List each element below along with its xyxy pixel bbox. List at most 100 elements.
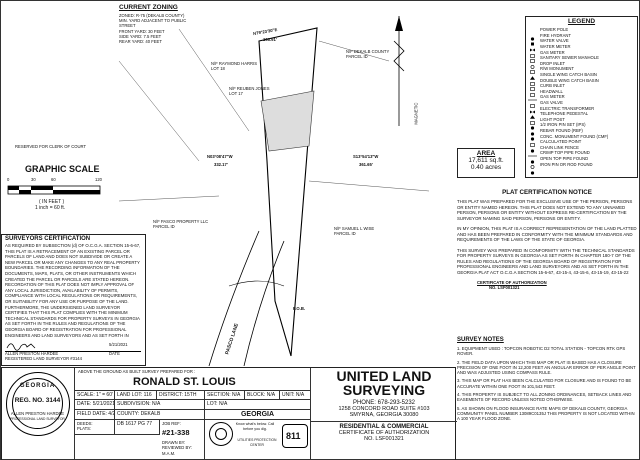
legend-symbol-icon [528,156,537,170]
company-badge-icon [209,422,233,446]
legend-symbol-icon [528,128,537,142]
seal-state: GEORGIA [19,383,56,389]
survey-note: 4. THIS PROPERTY IS SUBJECT TO ALL ZONIN… [457,392,632,403]
utilities-center: UTILITIES PROTECTION CENTER [237,438,277,448]
surveyor-reg: REGISTERED LAND SURVEYOR #3144 [5,356,82,361]
graphic-scale: GRAPHIC SCALE 0 30 60 120 ( IN FEET ) 1 … [7,164,107,211]
company-cert-no: NO. LSF001321 [364,436,404,442]
property-boundary [258,27,318,357]
legend-label: TELEPHONE PEDESTAL [540,111,589,117]
client-name: RONALD ST. LOUIS [133,376,236,388]
legend-symbol-icon [528,67,537,80]
legend-label: POWER POLE [540,27,569,33]
legend-item: CHAIN LINK FENCE [528,144,635,157]
land-lot-cell: LAND LOT: 116 [115,390,157,400]
legend-symbol-icon [528,84,537,97]
legend-symbol-icon [528,39,537,52]
legend-symbol-icon [528,162,537,175]
legend-label: GAS METER [540,49,565,55]
legend-item: ELECTRIC TRANSFORMER [528,105,635,119]
legend-label: GAS METER [540,94,565,100]
legend-symbol-icon [528,95,537,108]
job-cell: JOB REF: #21-338 DRAWN BY: REVIEWED BY: … [160,420,205,460]
scale-tick: 0 [7,177,10,182]
plat-drawing [118,16,430,366]
legend-item: REBAR FOUND (RBF) [528,128,635,142]
lot-cell: LOT: N/A [205,400,311,410]
legend-item: GAS VALVE [528,100,635,114]
area-box: AREA 17,611 sq.ft. 0.40 acres [457,148,515,178]
surveyor-name: ALLEN PRESTON HARDEE [5,351,59,356]
seal-name: ALLEN PRESTON HARDEE [10,411,65,416]
scale-tick: 120 [95,177,102,182]
plat-cert-title: PLAT CERTIFICATION NOTICE [502,189,592,196]
legend-symbol-icon [528,56,537,69]
legend-label: DOUBLE WING CATCH BASIN [540,77,599,83]
clerk-note: RESERVED FOR CLERK OF COURT [15,144,87,149]
pob-label: P.O.B. [293,306,306,311]
title-block: GEORGIA REG. NO. 3144 ALLEN PRESTON HARD… [1,367,457,460]
company-name-2: SURVEYING [342,382,426,398]
legend-item: DOUBLE WING CATCH BASIN [528,77,635,91]
area-title: AREA [476,150,496,157]
legend-symbol-icon [528,61,537,75]
legend-item: R/W MONUMENT [528,66,635,80]
legend-symbol-icon [528,50,537,63]
distance-top: 106.91' [263,37,277,42]
bearing-left: N03°08'47"W [207,154,233,159]
auth-number: NO. LSF001321 [489,285,520,291]
legend-label: WATER METER [540,44,571,50]
zoning-line: REAR YARD: 40 FEET [119,39,162,45]
legend-symbol-icon [528,73,537,86]
legend-symbol-icon [528,89,537,101]
cul-de-sac [228,280,285,287]
legend-item: WATER METER [528,44,635,58]
legend-symbol-icon [528,101,537,114]
company-address-2: SMYRNA, GEORGIA 30080 [349,412,419,418]
neighbor-line [118,60,200,162]
zoning-line: FRONT YARD: 30 FEET [119,28,165,34]
legend-label: CONC. MONUMENT FOUND (CMF) [540,133,609,139]
company-block: UNITED LAND SURVEYING PHONE: 678-293-523… [310,368,457,460]
legend-symbol-icon [528,134,537,147]
811-call-icon: 811 [282,424,308,448]
legend-symbol-icon [528,123,537,136]
survey-notes-section: SURVEY NOTES 1. EQUIPMENT USED : TOPCON … [457,337,638,425]
legend-label: CALCULATED POINT [540,139,582,145]
legend-label: CRIMP TOP PIPE FOUND [540,150,590,156]
legend-symbol-icon [528,140,537,153]
section-cell: SECTION: N/A [205,390,245,400]
plat-cert-section: PLAT CERTIFICATION NOTICE THIS PLAT WAS … [457,189,637,290]
zoning-line: ZONED: R-75 (DEKALB COUNTY) [119,13,185,18]
neighbor-line [178,28,250,132]
surveyor-cert-title: SURVEYORS CERTIFICATION [5,236,91,242]
bearing-right: S13°54'13"W [353,154,379,159]
plat-cert-paragraph: THIS PLAT WAS PREPARED FOR THE EXCLUSIVE… [457,199,633,221]
plat-cert-paragraph: THIS SURVEY WAS PREPARED IN CONFORMITY W… [457,247,635,275]
legend-item: CRIMP TOP PIPE FOUND [528,150,635,164]
legend-label: GAS VALVE [540,100,563,106]
north-arrow-icon [393,16,405,126]
legend-label: WATER VALVE [540,38,569,44]
legend-symbol-icon [528,45,537,58]
legend-label: DROP INLET [540,60,566,66]
legend-symbol-icon [528,117,537,130]
plat-cert-paragraph: IN MY OPINION, THIS PLAT IS A CORRECT RE… [457,226,637,242]
legend-label: FIRE HYDRANT [540,32,571,38]
legend-symbol-icon [528,112,537,125]
project-info: ABOVE THE GROUND AS BUILT SURVEY PREPARE… [74,368,311,460]
legend-item: LIGHT POST [528,117,635,130]
seal-role: PROFESSIONAL LAND SURVEYOR [10,417,65,421]
legend-item: OPEN TOP PIPE FOUND [528,156,635,170]
legend-item: POWER POLE [528,27,635,41]
zoning-line: MIN. YARD ADJACENT TO PUBLIC STREET [119,18,187,29]
legend-item: HEADWALL [528,89,635,101]
legend-item: TELEPHONE PEDESTAL [528,111,635,125]
